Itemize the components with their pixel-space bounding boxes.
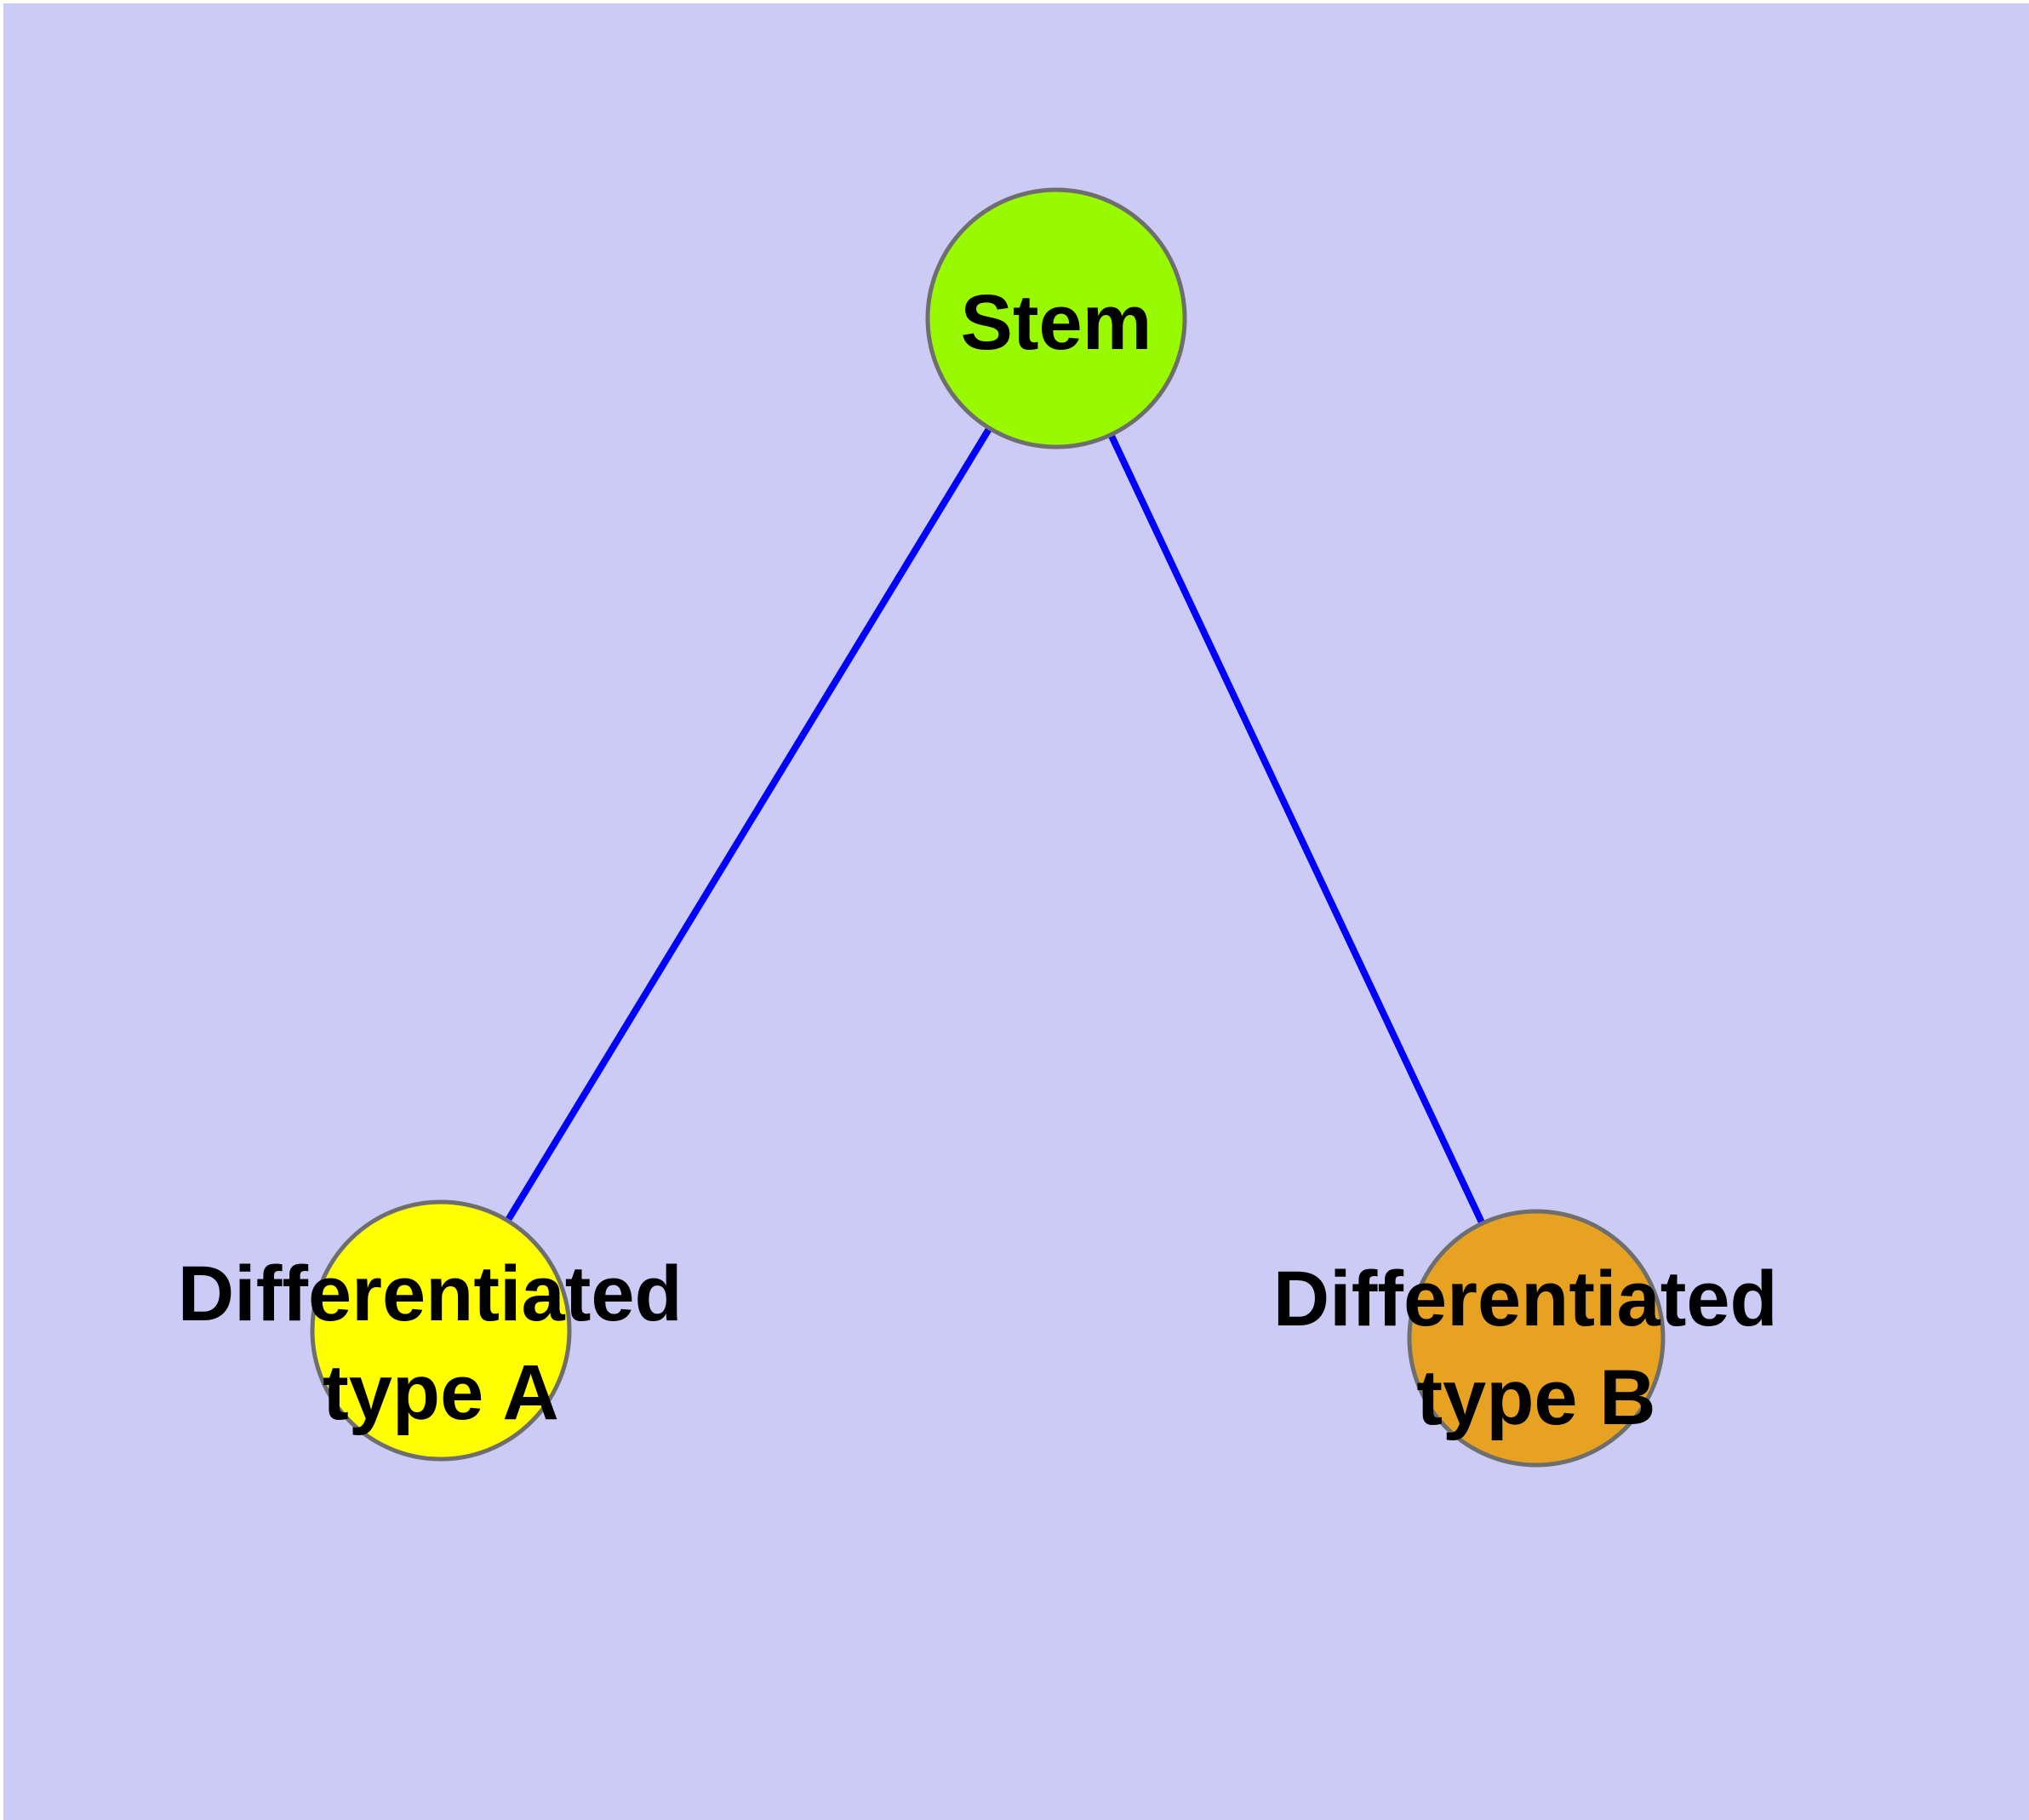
node-stem-label: Stem <box>961 279 1152 366</box>
node-type-a-label: Differentiated type A <box>178 1251 705 1436</box>
node-type-b-label: Differentiated type B <box>1273 1256 1800 1441</box>
node-type-b-label-line2: type B <box>1416 1354 1655 1441</box>
edge-stem-to-type-a <box>437 316 1060 1333</box>
node-stem-circle <box>925 187 1187 449</box>
device-margin-top <box>0 0 2029 3</box>
device-margin-left <box>0 0 3 1820</box>
node-type-b-label-line1: Differentiated <box>1273 1256 1778 1342</box>
node-type-a-label-line1: Differentiated <box>178 1251 683 1337</box>
node-type-a-label-line2: type A <box>323 1349 559 1436</box>
node-type-a-circle <box>310 1199 572 1462</box>
edge-stem-to-type-b <box>1053 317 1540 1340</box>
node-type-b-circle <box>1407 1209 1666 1468</box>
